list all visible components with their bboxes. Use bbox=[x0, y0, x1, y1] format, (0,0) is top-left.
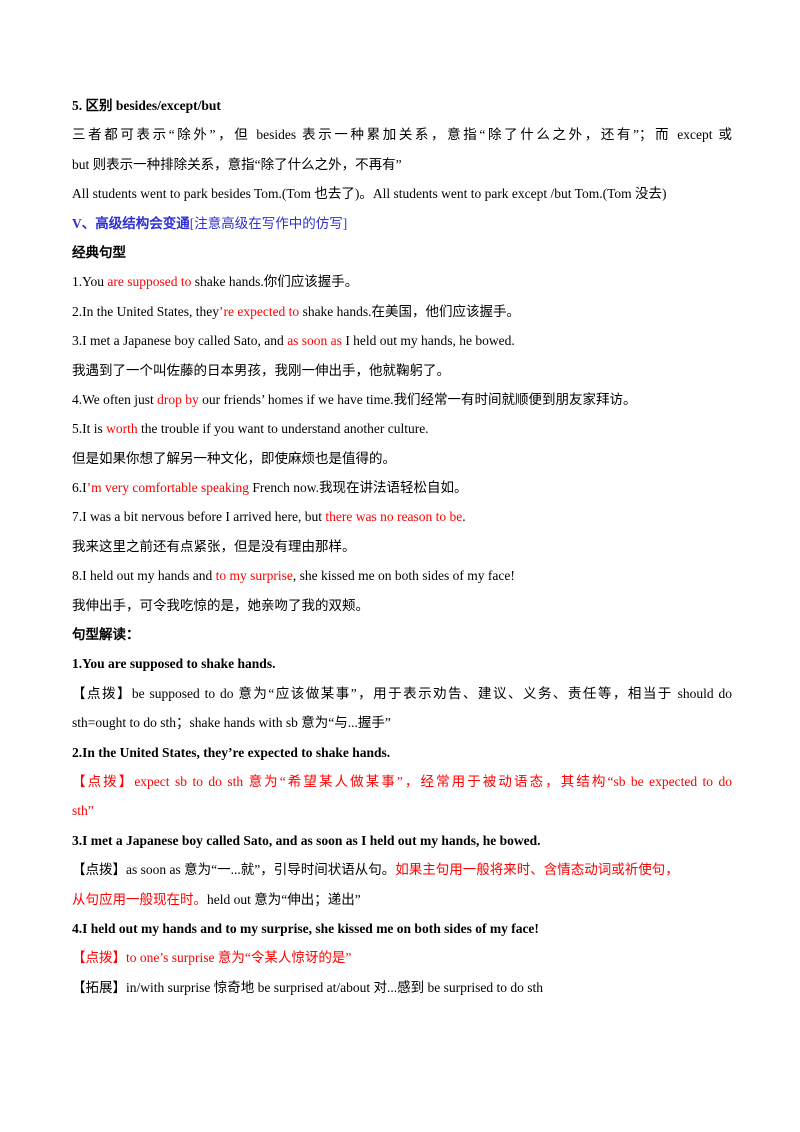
analysis-q2: 2.In the United States, they’re expected… bbox=[72, 744, 391, 760]
analysis-q1-tip-line-1: 【点拨】be supposed to do 意为“应该做某事”，用于表示劝告、建… bbox=[72, 685, 732, 701]
section-v-heading-line: V、高级结构会变通[注意高级在写作中的仿写] bbox=[72, 214, 732, 233]
sentence-text: 7.I was a bit nervous before I arrived h… bbox=[72, 509, 326, 525]
classic-heading: 经典句型 bbox=[72, 244, 126, 260]
section-5-para-line-1: 三者都可表示“除外”，但 besides 表示一种累加关系，意指“除了什么之外，… bbox=[72, 127, 732, 143]
sentence-highlight: as soon as bbox=[287, 333, 342, 349]
sentence-text: . bbox=[462, 509, 466, 525]
sentence-text: 2.In the United States, they bbox=[72, 303, 219, 319]
sentence-text: 4.We often just bbox=[72, 391, 158, 407]
analysis-q3-tip-line-2: 从句应用一般现在时。held out 意为“伸出；递出” bbox=[72, 890, 732, 909]
analysis-heading: 句型解读： bbox=[72, 627, 140, 643]
sentence-highlight: there was no reason to be bbox=[325, 509, 463, 525]
tip-highlight: 从句应用一般现在时。 bbox=[72, 891, 207, 907]
sentence-text: 6.I bbox=[72, 480, 87, 496]
tip-text: 【点拨】as soon as 意为“一...就”，引导时间状语从句。 bbox=[72, 862, 396, 878]
section-5-example: All students went to park besides Tom.(T… bbox=[72, 186, 667, 202]
tip-highlight: 如果主句用一般将来时、含情态动词或祈使句， bbox=[395, 862, 679, 878]
analysis-q1-tip-line-2: sth=ought to do sth；shake hands with sb … bbox=[72, 715, 391, 731]
sentence-2: 2.In the United States, they’re expected… bbox=[72, 302, 732, 321]
sentence-3: 3.I met a Japanese boy called Sato, and … bbox=[72, 331, 732, 350]
section-5-heading: 5. 区别 besides/except/but bbox=[72, 98, 221, 113]
sentence-text: our friends’ homes if we have time.我们经常一… bbox=[198, 391, 637, 407]
analysis-q2-tip-line-1: 【点拨】expect sb to do sth 意为“希望某人做某事”，经常用于… bbox=[72, 773, 732, 789]
sentence-text: the trouble if you want to understand an… bbox=[137, 421, 429, 437]
analysis-q3-tip-line-1: 【点拨】as soon as 意为“一...就”，引导时间状语从句。如果主句用一… bbox=[72, 860, 732, 879]
sentence-text: 1.You bbox=[72, 274, 108, 290]
sentence-text: French now.我现在讲法语轻松自如。 bbox=[248, 480, 468, 496]
section-5-para-line-2: but 则表示一种排除关系，意指“除了什么之外，不再有” bbox=[72, 156, 402, 172]
sentence-highlight: worth bbox=[106, 421, 138, 437]
sentence-highlight: are supposed to bbox=[107, 274, 192, 290]
sentence-highlight: drop by bbox=[157, 391, 199, 407]
sentence-7-translation: 我来这里之前还有点紧张，但是没有理由那样。 bbox=[72, 538, 356, 554]
sentence-text: I held out my hands, he bowed. bbox=[341, 333, 515, 349]
analysis-q3: 3.I met a Japanese boy called Sato, and … bbox=[72, 832, 541, 848]
tip-text: held out 意为“伸出；递出” bbox=[207, 891, 361, 907]
sentence-3-translation: 我遇到了一个叫佐藤的日本男孩，我刚一伸出手，他就鞠躬了。 bbox=[72, 362, 450, 378]
sentence-6: 6.I’m very comfortable speaking French n… bbox=[72, 478, 732, 497]
sentence-5-translation: 但是如果你想了解另一种文化，即使麻烦也是值得的。 bbox=[72, 450, 396, 466]
sentence-text: 3.I met a Japanese boy called Sato, and bbox=[72, 333, 288, 349]
sentence-8-translation: 我伸出手，可令我吃惊的是，她亲吻了我的双颊。 bbox=[72, 597, 369, 613]
section-v-heading: V、高级结构会变通 bbox=[72, 215, 190, 231]
sentence-text: shake hands.在美国，他们应该握手。 bbox=[299, 303, 521, 319]
sentence-text: 5.It is bbox=[72, 421, 107, 437]
sentence-5: 5.It is worth the trouble if you want to… bbox=[72, 419, 732, 438]
analysis-q1: 1.You are supposed to shake hands. bbox=[72, 656, 276, 672]
document-page: 5. 区别 besides/except/but 三者都可表示“除外”，但 be… bbox=[72, 96, 732, 1007]
analysis-q4-extension: 【拓展】in/with surprise 惊奇地 be surprised at… bbox=[72, 979, 543, 995]
sentence-text: 8.I held out my hands and bbox=[72, 568, 216, 584]
sentence-4: 4.We often just drop by our friends’ hom… bbox=[72, 390, 732, 409]
analysis-q4-tip: 【点拨】to one’s surprise 意为“令某人惊讶的是” bbox=[72, 950, 352, 966]
sentence-1: 1.You are supposed to shake hands.你们应该握手… bbox=[72, 272, 732, 291]
section-v-note: [注意高级在写作中的仿写] bbox=[189, 215, 348, 231]
sentence-8: 8.I held out my hands and to my surprise… bbox=[72, 566, 732, 585]
analysis-q4: 4.I held out my hands and to my surprise… bbox=[72, 920, 539, 936]
analysis-q2-tip-line-2: sth” bbox=[72, 803, 94, 819]
sentence-text: , she kissed me on both sides of my face… bbox=[292, 568, 515, 584]
sentence-highlight: to my surprise bbox=[215, 568, 293, 584]
sentence-text: shake hands.你们应该握手。 bbox=[191, 274, 359, 290]
sentence-highlight: ’m very comfortable speaking bbox=[86, 480, 249, 496]
sentence-highlight: ’re expected to bbox=[218, 303, 300, 319]
sentence-7: 7.I was a bit nervous before I arrived h… bbox=[72, 507, 732, 526]
